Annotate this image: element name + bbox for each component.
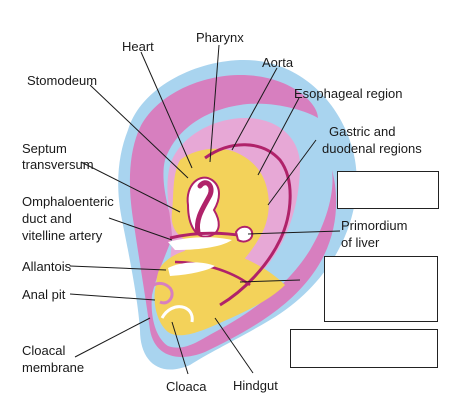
label-cloaca: Cloaca — [166, 379, 207, 394]
label-cloacal-line1: Cloacal — [22, 343, 66, 358]
label-heart: Heart — [122, 39, 154, 54]
mesoderm-layer — [129, 74, 337, 357]
label-anal-pit: Anal pit — [22, 287, 66, 302]
label-gastric-line2: duodenal regions — [322, 141, 422, 156]
cloaca-curl — [160, 305, 194, 323]
label-omph-line1: Omphaloenteric — [22, 194, 114, 209]
answer-box-3[interactable] — [290, 329, 438, 368]
label-allantois: Allantois — [22, 259, 72, 274]
label-primordium-line1: Primordium — [341, 218, 408, 233]
label-esophageal-region: Esophageal region — [294, 86, 403, 101]
label-primordium-line2: of liver — [341, 235, 380, 250]
leader-lines — [69, 44, 341, 375]
label-stomodeum: Stomodeum — [27, 73, 98, 88]
coelom-cavity — [168, 237, 232, 250]
label-hindgut: Hindgut — [233, 378, 278, 393]
label-pharynx: Pharynx — [196, 30, 244, 45]
label-septum-line2: transversum — [22, 157, 94, 172]
label-gastric-line1: Gastric and — [329, 124, 396, 139]
allantois-cavity — [168, 262, 215, 276]
allantois-vessel — [174, 260, 251, 287]
label-aorta: Aorta — [262, 55, 294, 70]
liver-primordium — [234, 225, 254, 243]
heart-vessel — [194, 180, 214, 235]
anal-pit-curl — [147, 281, 174, 305]
aorta-vessel — [204, 143, 292, 307]
answer-box-1[interactable] — [337, 171, 439, 209]
label-omph-line3: vitelline artery — [22, 228, 103, 243]
answer-box-2[interactable] — [324, 256, 438, 322]
label-cloacal-line2: membrane — [22, 360, 85, 375]
label-septum-line1: Septum — [22, 141, 67, 156]
label-omph-line2: duct and — [22, 211, 72, 226]
